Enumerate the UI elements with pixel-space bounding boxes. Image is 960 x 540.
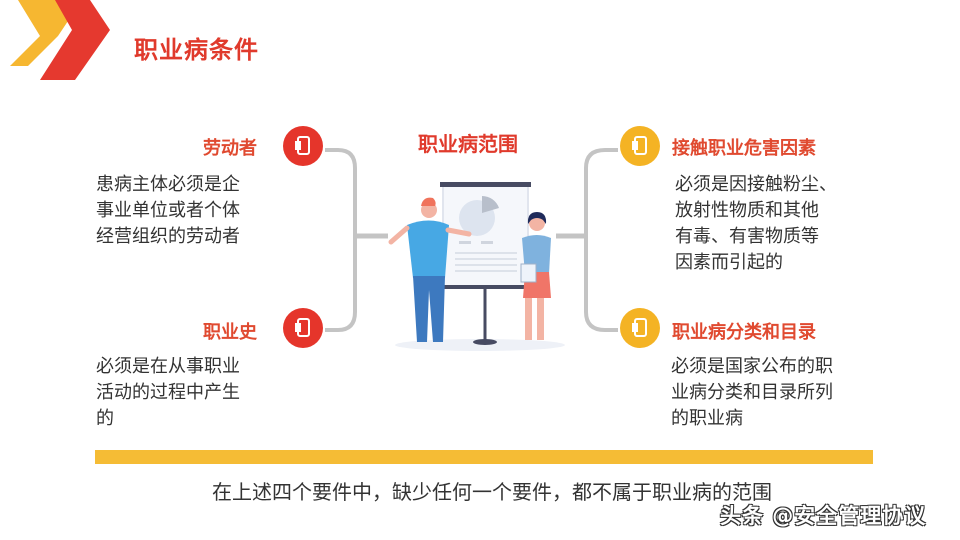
desc-line: 患病主体必须是企: [96, 174, 240, 195]
tablet-icon: [632, 318, 647, 337]
desc-line: 因素而引起的: [675, 252, 783, 273]
desc-line: 必须是在从事职业: [96, 356, 240, 377]
page-title: 职业病条件: [134, 36, 259, 64]
scope-title: 职业病范围: [418, 132, 518, 156]
left-connector: [325, 148, 388, 332]
item-hazard-heading: 接触职业危害因素: [672, 138, 816, 159]
desc-line: 放射性物质和其他: [675, 200, 819, 221]
item-history-icon-badge: [283, 308, 323, 348]
tablet-icon: [295, 318, 310, 337]
item-catalog-description: 必须是国家公布的职 业病分类和目录所列 的职业病: [671, 354, 833, 432]
item-catalog-heading: 职业病分类和目录: [672, 322, 816, 343]
item-laborer-description: 患病主体必须是企 事业单位或者个体 经营组织的劳动者: [96, 172, 240, 250]
item-laborer-icon-badge: [283, 126, 323, 166]
desc-line: 业病分类和目录所列: [671, 382, 833, 403]
desc-line: 经营组织的劳动者: [96, 226, 240, 247]
watermark: 头条 @安全管理协议: [720, 504, 927, 528]
tablet-icon: [632, 136, 647, 155]
item-hazard-description: 必须是因接触粉尘、 放射性物质和其他 有毒、有害物质等 因素而引起的: [675, 172, 837, 276]
right-connector: [556, 148, 618, 332]
item-history-description: 必须是在从事职业 活动的过程中产生 的: [96, 354, 240, 432]
desc-line: 的职业病: [671, 408, 743, 429]
divider-bar: [95, 450, 873, 464]
item-catalog-icon-badge: [620, 308, 660, 348]
item-laborer-heading: 劳动者: [203, 138, 257, 159]
desc-line: 必须是因接触粉尘、: [675, 174, 837, 195]
conclusion-label: 在上述四个要件中，缺少任何一个要件，都不属于职业病的范围: [212, 480, 772, 504]
item-history-heading: 职业史: [203, 322, 257, 343]
desc-line: 必须是国家公布的职: [671, 356, 833, 377]
presentation-illustration-icon: [388, 182, 565, 351]
conclusion-text: 在上述四个要件中，缺少任何一个要件，都不属于职业病的范围: [0, 476, 960, 505]
desc-line: 的: [96, 408, 114, 429]
item-hazard-icon-badge: [620, 126, 660, 166]
tablet-icon: [295, 136, 310, 155]
desc-line: 有毒、有害物质等: [675, 226, 819, 247]
desc-line: 活动的过程中产生: [96, 382, 240, 403]
chevron-decoration-icon: [10, 0, 110, 80]
desc-line: 事业单位或者个体: [96, 200, 240, 221]
